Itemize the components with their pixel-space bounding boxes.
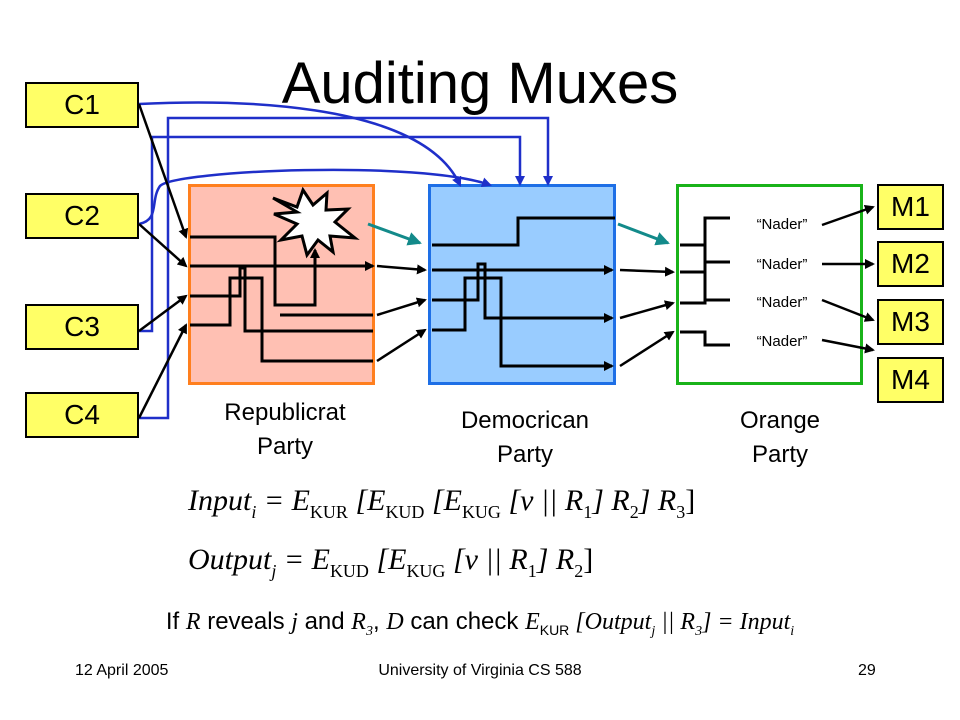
explosion-icon xyxy=(272,186,360,259)
footer-date: 12 April 2005 xyxy=(75,662,169,679)
formula-text: [v || R xyxy=(445,543,528,576)
statement-symbol: j xyxy=(291,609,298,635)
output-box-m4: M4 xyxy=(877,357,944,403)
statement-text: and xyxy=(297,608,352,635)
input-box-c4: C4 xyxy=(25,392,139,438)
formula-sub: KUD xyxy=(329,561,369,581)
nader-label: “Nader” xyxy=(756,294,808,311)
footer-page-number: 29 xyxy=(858,662,876,679)
formula-text: [E xyxy=(424,484,462,517)
party-word: Party xyxy=(256,433,313,460)
formula-sub: KUG xyxy=(406,561,446,581)
output-formula: Outputj = EKUD [EKUG [v || R1] R2] xyxy=(188,543,594,580)
orange-party-label: Orange Party xyxy=(680,404,880,472)
democrican-party-label: Democrican Party xyxy=(425,404,625,472)
formula-sub: KUR xyxy=(309,502,348,522)
output-box-m1: M1 xyxy=(877,184,944,230)
statement-symbol: [Output xyxy=(569,609,652,635)
input-box-c3: C3 xyxy=(25,304,139,350)
statement-sub: KUR xyxy=(539,622,570,638)
statement-sub: j xyxy=(651,624,656,639)
party-word: Party xyxy=(751,441,808,468)
mid-wires-1 xyxy=(376,264,427,363)
input-box-c1: C1 xyxy=(25,82,139,128)
statement-symbol: || R xyxy=(655,609,696,635)
statement-symbol: D xyxy=(386,609,404,635)
mid-wires-2 xyxy=(619,266,675,368)
nader-label: “Nader” xyxy=(756,333,808,350)
output-box-m3: M3 xyxy=(877,299,944,345)
input-formula: Inputi = EKUR [EKUD [EKUG [v || R1] R2] … xyxy=(188,484,696,521)
formula-text: [E xyxy=(368,543,407,576)
teal-arrows xyxy=(367,222,670,246)
party-name: Republicrat xyxy=(224,399,346,426)
republicrat-internal-wires xyxy=(190,235,375,363)
statement-sub: 3 xyxy=(365,624,373,639)
statement-symbol: R xyxy=(351,609,366,635)
statement-symbol: R xyxy=(185,609,201,635)
statement-text: reveals xyxy=(200,608,292,635)
statement-text: If xyxy=(165,608,186,635)
formula-text: Input xyxy=(188,484,252,517)
party-name: Orange xyxy=(739,407,821,434)
footer-course: University of Virginia CS 588 xyxy=(378,662,582,679)
page-title: Auditing Muxes xyxy=(281,51,679,116)
party-word: Party xyxy=(496,441,553,468)
formula-text: Output xyxy=(188,543,272,576)
formula-sub: 1 xyxy=(527,561,537,581)
formula-text: ] R xyxy=(536,543,575,576)
formula-text: = E xyxy=(276,543,330,576)
nader-label: “Nader” xyxy=(756,256,808,273)
party-name: Democrican xyxy=(460,407,590,434)
statement-symbol: E xyxy=(525,609,540,635)
statement-text: , xyxy=(372,608,387,635)
formula-text: = E xyxy=(256,484,310,517)
formula-sub: 3 xyxy=(676,502,686,522)
formula-text: ] xyxy=(685,484,696,517)
formula-text: ] R xyxy=(592,484,630,517)
formula-sub: j xyxy=(271,561,277,581)
statement-sub: 3 xyxy=(695,624,703,639)
input-box-c2: C2 xyxy=(25,193,139,239)
input-wires xyxy=(137,103,189,419)
nader-label: “Nader” xyxy=(756,216,808,233)
formula-text: ] R xyxy=(638,484,677,517)
formula-text: ] xyxy=(583,543,594,576)
formula-sub: 2 xyxy=(574,561,584,581)
output-box-m2: M2 xyxy=(877,241,944,287)
republicrat-party-label: Republicrat Party xyxy=(185,396,385,464)
orange-internal-wires xyxy=(680,216,730,347)
formula-text: [v || R xyxy=(500,484,584,517)
formula-sub: KUD xyxy=(385,502,425,522)
formula-sub: 2 xyxy=(629,502,639,522)
statement-sub: i xyxy=(790,624,795,639)
formula-sub: KUG xyxy=(461,502,501,522)
formula-sub: 1 xyxy=(583,502,593,522)
formula-sub: i xyxy=(251,502,257,522)
formula-text: [E xyxy=(347,484,386,517)
audit-statement: If R reveals j and R3, D can check EKUR … xyxy=(0,608,960,639)
statement-text: can check xyxy=(403,608,526,635)
audit-wires xyxy=(138,101,553,420)
statement-symbol: ] = Input xyxy=(702,609,791,635)
output-wires xyxy=(821,204,875,354)
democrican-internal-wires xyxy=(432,216,615,371)
